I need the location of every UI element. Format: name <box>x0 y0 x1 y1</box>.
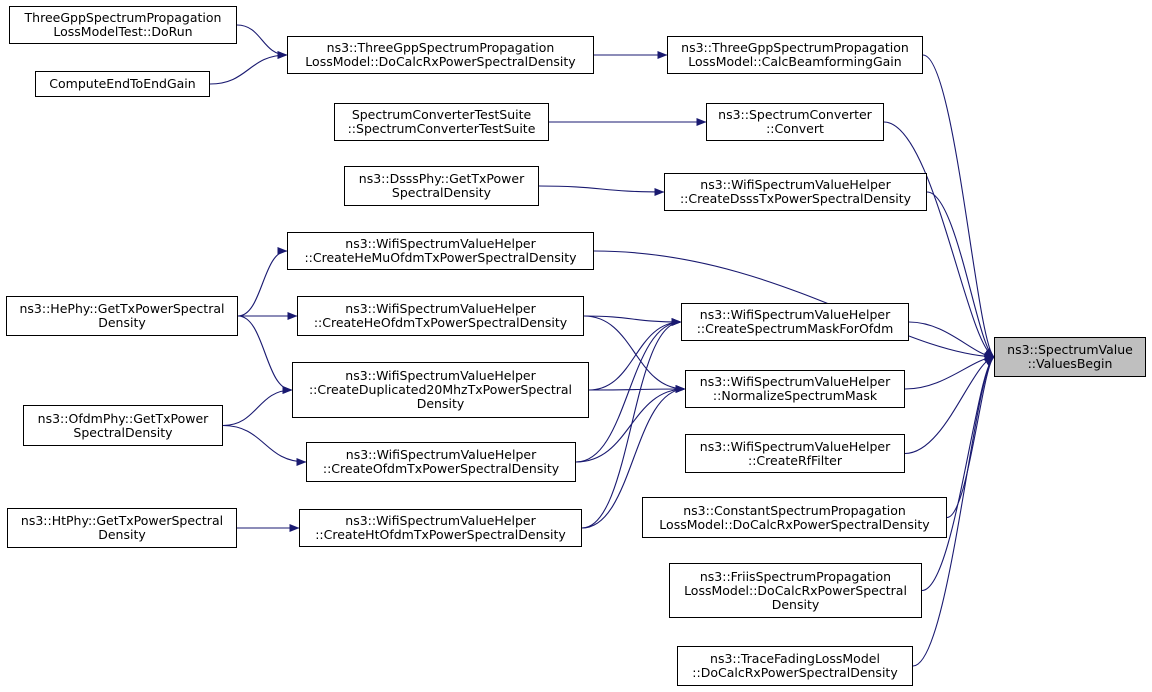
node-htphy-gettxpsd[interactable]: ns3::HtPhy::GetTxPowerSpectral Density <box>7 508 237 548</box>
node-label-line: LossModel::CalcBeamformingGain <box>688 54 902 69</box>
node-create-duplicated20mhz-tx-psd[interactable]: ns3::WifiSpectrumValueHelper ::CreateDup… <box>292 362 589 418</box>
node-create-dsss-tx-psd[interactable]: ns3::WifiSpectrumValueHelper ::CreateDss… <box>664 173 927 211</box>
node-spectrumvalue-valuesbegin[interactable]: ns3::SpectrumValue ::ValuesBegin <box>994 337 1146 377</box>
edge-dup20-to-mask <box>588 318 682 391</box>
node-label-line: ::CreateSpectrumMaskForOfdm <box>696 321 894 336</box>
node-label-line: SpectralDensity <box>73 424 173 440</box>
node-label-line: ns3::HtPhy::GetTxPowerSpectral <box>20 513 224 528</box>
node-compute-end-to-end-gain[interactable]: ComputeEndToEndGain <box>35 71 210 97</box>
node-spectrum-converter-test-suite[interactable]: SpectrumConverterTestSuite ::SpectrumCon… <box>334 103 549 141</box>
node-create-hemu-ofdm-tx-psd[interactable]: ns3::WifiSpectrumValueHelper ::CreateHeM… <box>287 232 594 270</box>
node-label-line: ::CreateHeMuOfdmTxPowerSpectralDensity <box>304 250 577 265</box>
node-label-line: Density <box>416 396 465 411</box>
edge-tgpp_test-to-tgpp_do <box>236 24 288 59</box>
node-label-line: ns3::HePhy::GetTxPowerSpectral <box>19 301 225 316</box>
node-label-line: ns3::OfdmPhy::GetTxPower <box>37 410 209 426</box>
node-label-line: Density <box>771 596 820 612</box>
node-label-line: ns3::WifiSpectrumValueHelper <box>699 307 891 322</box>
node-spectrumconverter-convert[interactable]: ns3::SpectrumConverter ::Convert <box>706 103 884 141</box>
edge-ofdm_create-to-mask <box>575 318 682 463</box>
node-label-line: ::ValuesBegin <box>1027 356 1113 371</box>
node-label-line: ns3::WifiSpectrumValueHelper <box>699 374 891 389</box>
node-label-line: Density <box>98 315 146 330</box>
node-dsssphy-gettxpsd[interactable]: ns3::DsssPhy::GetTxPower SpectralDensity <box>344 166 539 206</box>
node-create-rf-filter[interactable]: ns3::WifiSpectrumValueHelper ::CreateRfF… <box>685 434 905 473</box>
edge-ofdm_get-to-ofdm_create <box>222 424 307 466</box>
node-label-line: ::DoCalcRxPowerSpectralDensity <box>692 665 898 680</box>
node-label-line: ns3::ConstantSpectrumPropagation <box>683 502 906 518</box>
node-label-line: ::CreateRfFilter <box>747 452 842 468</box>
edge-norm-to-root <box>904 353 995 390</box>
node-label-line: ::NormalizeSpectrumMask <box>712 388 878 403</box>
node-label-line: ns3::WifiSpectrumValueHelper <box>345 513 536 528</box>
node-label-line: ns3::TraceFadingLossModel <box>710 651 880 666</box>
node-label-line: ns3::ThreeGppSpectrumPropagation <box>681 40 909 55</box>
edge-dsss_create-to-root <box>926 191 995 358</box>
node-create-ofdm-tx-psd[interactable]: ns3::WifiSpectrumValueHelper ::CreateOfd… <box>306 442 576 482</box>
node-label-line: ns3::WifiSpectrumValueHelper <box>345 301 536 316</box>
edge-ofdm_get-to-dup20 <box>222 386 293 427</box>
node-label-line: SpectralDensity <box>391 185 492 200</box>
node-label-line: ns3::ThreeGppSpectrumPropagation <box>326 40 555 55</box>
edge-dsss_get-to-dsss_create <box>538 185 665 196</box>
node-create-ht-ofdm-tx-psd[interactable]: ns3::WifiSpectrumValueHelper ::CreateHtO… <box>299 509 582 547</box>
edge-he_get-to-hemu <box>237 247 288 317</box>
edge-he_ofdm-to-mask <box>583 315 682 326</box>
edge-trace-to-root <box>912 356 995 667</box>
edge-dup20-to-norm <box>588 385 686 394</box>
node-label-line: ns3::WifiSpectrumValueHelper <box>345 447 537 462</box>
node-label-line: ::Convert <box>766 121 824 136</box>
node-label-line: LossModel::DoCalcRxPowerSpectralDensity <box>305 54 576 69</box>
node-constant-spectrum-propagation[interactable]: ns3::ConstantSpectrumPropagation LossMod… <box>642 497 947 538</box>
node-label-line: ns3::DsssPhy::GetTxPower <box>358 171 525 186</box>
edge-ht_create-to-mask <box>581 318 682 529</box>
edge-tgpp_calc-to-root <box>922 54 995 358</box>
edge-conv-to-root <box>883 121 995 358</box>
node-hephy-gettxpsd[interactable]: ns3::HePhy::GetTxPowerSpectral Density <box>6 296 238 336</box>
node-label-line: ns3::SpectrumConverter <box>718 107 872 122</box>
node-label-line: ns3::WifiSpectrumValueHelper <box>345 368 536 383</box>
node-threegpp-calcbeamforminggain[interactable]: ns3::ThreeGppSpectrumPropagation LossMod… <box>667 36 923 74</box>
node-label-line: SpectrumConverterTestSuite <box>351 107 532 122</box>
node-label-line: ns3::WifiSpectrumValueHelper <box>700 177 891 192</box>
node-label-line: LossModel::DoCalcRxPowerSpectralDensity <box>659 516 930 532</box>
node-label-line: ::CreateDsssTxPowerSpectralDensity <box>679 191 912 206</box>
node-friis-spectrum-propagation[interactable]: ns3::FriisSpectrumPropagation LossModel:… <box>669 563 922 618</box>
node-label-line: ::CreateHeOfdmTxPowerSpectralDensity <box>313 315 568 330</box>
node-trace-fading-loss-model[interactable]: ns3::TraceFadingLossModel ::DoCalcRxPowe… <box>677 646 913 686</box>
node-label-line: ns3::SpectrumValue <box>1007 342 1133 357</box>
edge-hemu-to-root <box>593 250 995 361</box>
node-label-line: LossModel::DoCalcRxPowerSpectral <box>684 582 907 598</box>
node-label-line: ThreeGppSpectrumPropagation <box>24 10 222 25</box>
edge-he_get-to-dup20 <box>237 315 293 394</box>
node-label-line: ::CreateHtOfdmTxPowerSpectralDensity <box>315 527 566 542</box>
edge-e2e-to-tgpp_do <box>209 51 288 85</box>
node-ofdmphy-gettxpsd[interactable]: ns3::OfdmPhy::GetTxPower SpectralDensity <box>23 405 223 446</box>
node-label-line: ComputeEndToEndGain <box>49 76 196 91</box>
edge-ofdm_create-to-norm <box>575 385 686 463</box>
edge-const-to-root <box>946 356 995 519</box>
node-label-line: ns3::WifiSpectrumValueHelper <box>345 236 536 251</box>
node-label-line: ns3::FriisSpectrumPropagation <box>699 568 892 584</box>
node-create-he-ofdm-tx-psd[interactable]: ns3::WifiSpectrumValueHelper ::CreateHeO… <box>297 296 584 336</box>
edge-he_ofdm-to-norm <box>583 315 686 393</box>
node-label-line: ::CreateOfdmTxPowerSpectralDensity <box>322 461 560 476</box>
node-threegpp-docalcrxpsd[interactable]: ns3::ThreeGppSpectrumPropagation LossMod… <box>287 36 594 74</box>
edge-ht_create-to-norm <box>581 385 686 529</box>
node-label-line: ns3::WifiSpectrumValueHelper <box>699 438 891 454</box>
node-create-spectrum-mask-for-ofdm[interactable]: ns3::WifiSpectrumValueHelper ::CreateSpe… <box>681 303 909 341</box>
node-label-line: ::CreateDuplicated20MhzTxPowerSpectral <box>308 382 573 397</box>
node-label-line: ::SpectrumConverterTestSuite <box>347 121 536 136</box>
node-label-line: LossModelTest::DoRun <box>53 24 193 39</box>
node-normalize-spectrum-mask[interactable]: ns3::WifiSpectrumValueHelper ::Normalize… <box>685 370 905 408</box>
node-threegpp-test-dorun[interactable]: ThreeGppSpectrumPropagation LossModelTes… <box>9 6 237 44</box>
node-label-line: Density <box>98 527 146 542</box>
